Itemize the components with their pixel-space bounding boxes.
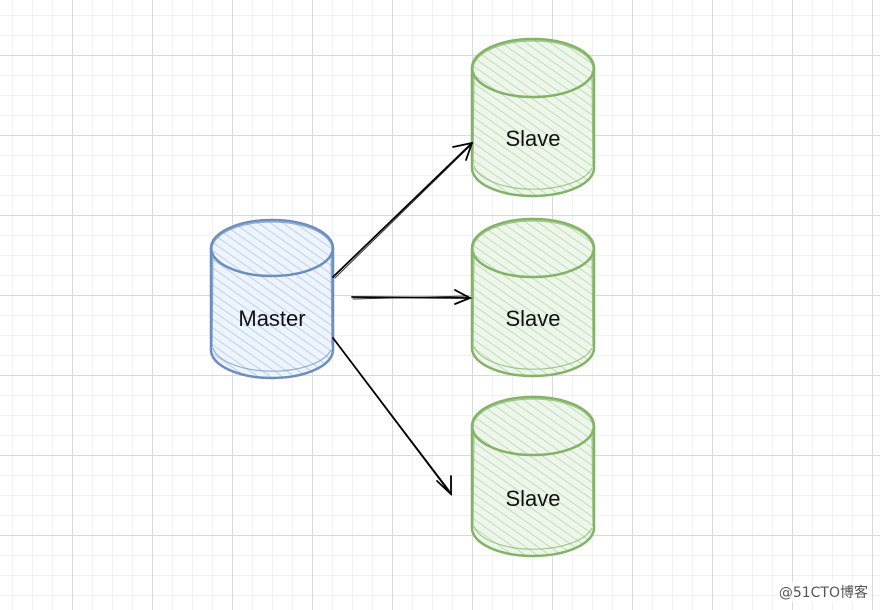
master-node[interactable]: Master [209,218,335,380]
slave-node-1[interactable]: Slave [470,37,596,198]
database-icon [209,218,335,380]
slave-label: Slave [505,486,560,511]
arrow-master-to-slave-2[interactable] [351,289,473,305]
database-icon [470,37,596,198]
slave-node-3[interactable]: Slave [470,395,596,558]
database-icon [470,395,596,558]
master-label: Master [238,306,305,331]
arrow-master-to-slave-1[interactable] [332,141,474,279]
arrow-master-to-slave-3[interactable] [332,337,452,497]
slave-label: Slave [505,306,560,331]
database-icon [470,217,596,378]
watermark: @51CTO博客 [776,582,870,602]
slave-node-2[interactable]: Slave [470,217,596,378]
slave-label: Slave [505,126,560,151]
